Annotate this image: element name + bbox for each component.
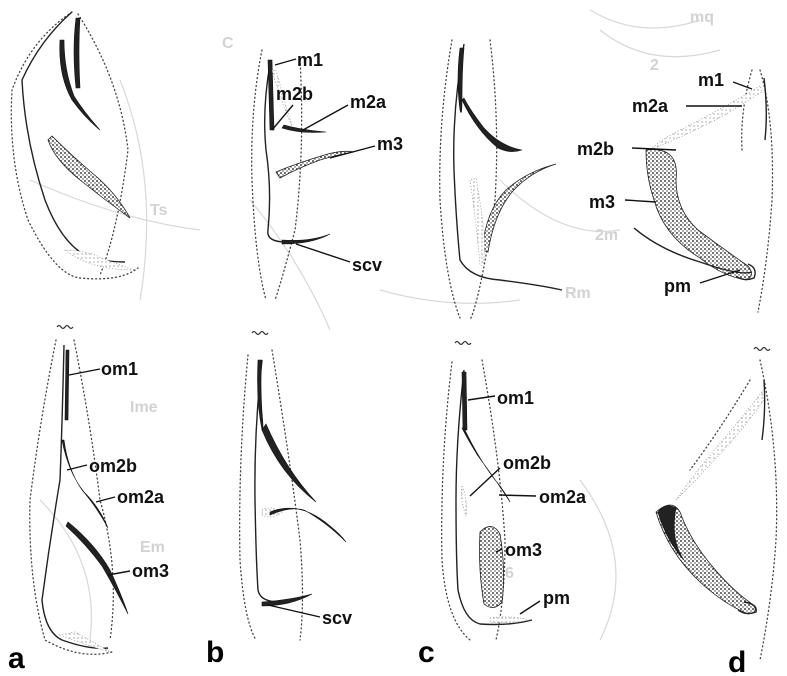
leader-m3-d [625,200,656,202]
break-mark-a [57,326,73,329]
label-om3-c: om3 [505,540,542,560]
label-om2a-a: om2a [117,487,165,507]
ghost-text-7: Ime [130,399,158,416]
drawing-a-upper [11,12,138,279]
leader-m2a-b [303,105,348,130]
break-mark-d [754,348,770,351]
label-m1-b: m1 [297,50,323,70]
drawing-d-lower [656,360,777,660]
ghost-text-9: 6 [505,565,514,582]
label-m2b-d: m2b [577,139,614,159]
label-scv-b-lower: scv [322,608,352,628]
label-m2a-d: m2a [632,96,669,116]
label-om2b-c: om2b [503,453,551,473]
ghost-text-1: mq [690,9,714,26]
leader-om2a-a [96,497,115,502]
ghost-text-4: Ts [150,202,168,219]
label-m1-d: m1 [698,70,724,90]
label-pm-c: pm [543,588,570,608]
leader-pm-c [520,601,540,614]
label-om3-a: om3 [132,561,169,581]
leader-om1-a [69,369,100,375]
leader-m2b-d [632,148,676,150]
label-om1-a: om1 [101,359,138,379]
label-m3-b: m3 [377,134,403,154]
drawing-b-lower [240,350,346,640]
leader-scv-b-upper [296,244,350,262]
drawing-a-lower [30,340,130,654]
break-mark-b [252,332,268,335]
label-pm-d: pm [664,276,691,296]
break-mark-c [455,342,471,345]
leader-om2a-c [499,495,536,496]
label-scv-b-upper: scv [352,255,382,275]
ghost-text-3: 2 [650,57,659,74]
leader-m1-b [275,59,296,65]
label-m2a-b: m2a [350,92,387,112]
drawing-c-upper [440,40,562,320]
panel-label-a: a [8,642,25,675]
label-om1-c: om1 [497,388,534,408]
panel-label-c: c [418,636,435,669]
leader-scv-b-lower [268,605,320,617]
ghost-text-8: Em [140,539,165,556]
leader-om2b-c [470,468,500,496]
ghost-text-6: Rm [565,285,591,302]
ghost-text-5: 2m [595,227,618,244]
panel-label-b: b [206,636,224,669]
label-om2a-c: om2a [539,487,587,507]
panel-label-d: d [728,646,746,676]
leader-om1-c [468,396,495,400]
label-m2b-b: m2b [276,84,313,104]
ghost-text-2: C [222,35,234,52]
label-om2b-a: om2b [89,456,137,476]
label-m3-d: m3 [589,192,615,212]
leader-m1-d [733,82,752,89]
